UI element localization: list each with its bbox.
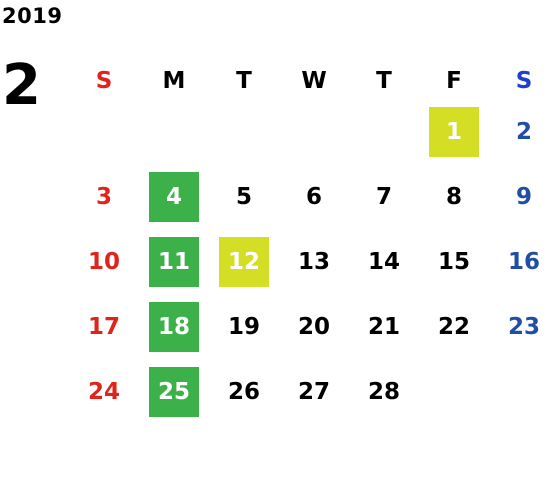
day-cell-19[interactable]: 19	[209, 294, 279, 359]
day-number: 8	[445, 183, 462, 210]
day-number: 14	[367, 248, 400, 275]
day-cell-empty	[209, 99, 279, 164]
day-number: 6	[305, 183, 322, 210]
day-cell-23[interactable]: 23	[489, 294, 548, 359]
weekday-header-sunday: S	[95, 68, 113, 94]
day-number: 5	[235, 183, 252, 210]
day-cell-21[interactable]: 21	[349, 294, 419, 359]
day-cell-11[interactable]: 11	[139, 229, 209, 294]
day-number: 15	[437, 248, 470, 275]
day-cell-empty	[349, 99, 419, 164]
weekday-header-tuesday: T	[236, 68, 252, 94]
day-number: 22	[437, 313, 470, 340]
day-cell-7[interactable]: 7	[349, 164, 419, 229]
calendar-month: 2	[2, 53, 41, 118]
day-cell-empty	[139, 99, 209, 164]
day-cell-6[interactable]: 6	[279, 164, 349, 229]
day-cell-5[interactable]: 5	[209, 164, 279, 229]
day-number: 28	[367, 378, 400, 405]
day-number: 4	[149, 171, 199, 222]
day-number: 18	[149, 301, 199, 352]
day-cell-3[interactable]: 3	[69, 164, 139, 229]
day-number: 16	[507, 248, 540, 275]
day-cell-15[interactable]: 15	[419, 229, 489, 294]
weekday-header-thursday: T	[376, 68, 392, 94]
day-cell-27[interactable]: 27	[279, 359, 349, 424]
day-number: 11	[149, 236, 199, 287]
calendar-grid: S M T W T F S 1 2 3 4 5 6 7 8 9 10 11 12…	[69, 63, 548, 424]
day-cell-25[interactable]: 25	[139, 359, 209, 424]
day-cell-4[interactable]: 4	[139, 164, 209, 229]
day-cell-14[interactable]: 14	[349, 229, 419, 294]
day-cell-17[interactable]: 17	[69, 294, 139, 359]
day-number: 7	[375, 183, 392, 210]
day-cell-8[interactable]: 8	[419, 164, 489, 229]
day-number: 12	[219, 236, 269, 287]
day-cell-20[interactable]: 20	[279, 294, 349, 359]
day-number: 13	[297, 248, 330, 275]
day-cell-1[interactable]: 1	[419, 99, 489, 164]
day-number: 27	[297, 378, 330, 405]
weekday-header-wednesday: W	[301, 68, 327, 94]
day-number: 19	[227, 313, 260, 340]
day-cell-16[interactable]: 16	[489, 229, 548, 294]
day-number: 26	[227, 378, 260, 405]
day-number: 1	[429, 106, 479, 157]
day-cell-12[interactable]: 12	[209, 229, 279, 294]
day-number: 23	[507, 313, 540, 340]
day-number: 17	[87, 313, 120, 340]
day-cell-9[interactable]: 9	[489, 164, 548, 229]
day-cell-18[interactable]: 18	[139, 294, 209, 359]
weekday-header-friday: F	[446, 68, 462, 94]
day-number: 9	[515, 183, 532, 210]
day-number: 10	[87, 248, 120, 275]
day-cell-24[interactable]: 24	[69, 359, 139, 424]
day-cell-empty	[279, 99, 349, 164]
day-cell-empty	[489, 359, 548, 424]
day-cell-26[interactable]: 26	[209, 359, 279, 424]
day-cell-empty	[69, 99, 139, 164]
day-cell-28[interactable]: 28	[349, 359, 419, 424]
day-number: 20	[297, 313, 330, 340]
day-cell-2[interactable]: 2	[489, 99, 548, 164]
day-cell-22[interactable]: 22	[419, 294, 489, 359]
weekday-header-monday: M	[162, 68, 186, 94]
day-number: 3	[95, 183, 112, 210]
day-number: 2	[515, 118, 532, 145]
day-cell-10[interactable]: 10	[69, 229, 139, 294]
day-number: 24	[87, 378, 120, 405]
day-number: 25	[149, 366, 199, 417]
day-cell-empty	[419, 359, 489, 424]
calendar-year: 2019	[2, 4, 63, 28]
weekday-header-saturday: S	[515, 68, 533, 94]
day-number: 21	[367, 313, 400, 340]
day-cell-13[interactable]: 13	[279, 229, 349, 294]
